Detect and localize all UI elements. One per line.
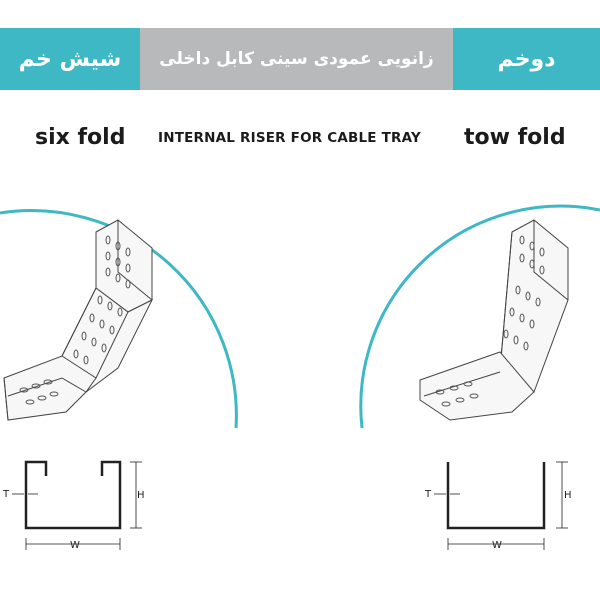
six-fold-thickness-label: T [2,489,10,500]
two-fold-cross-section [446,462,546,530]
two-fold-height-label: H [564,490,572,501]
six-fold-label: six fold [35,125,126,150]
six-fold-riser-drawing [3,219,154,421]
six-fold-cross-section [24,460,122,530]
header-banner: شیش خم زانویی عمودی سینی کابل داخلی دوخم [0,28,600,90]
two-fold-riser-drawing [419,219,569,421]
banner-center-title: زانویی عمودی سینی کابل داخلی [140,28,453,90]
six-fold-width-label: W [70,540,80,551]
six-fold-dimensions [12,461,142,550]
banner-left-title: شیش خم [0,28,140,90]
six-fold-height-label: H [137,490,145,501]
product-title: INTERNAL RISER FOR CABLE TRAY [158,130,421,146]
two-fold-thickness-label: T [424,489,432,500]
banner-right-title: دوخم [453,28,600,90]
left-arc [0,209,238,429]
two-fold-dimensions [434,461,568,550]
two-fold-label: tow fold [464,125,566,150]
two-fold-width-label: W [492,540,502,551]
right-arc [359,204,600,429]
